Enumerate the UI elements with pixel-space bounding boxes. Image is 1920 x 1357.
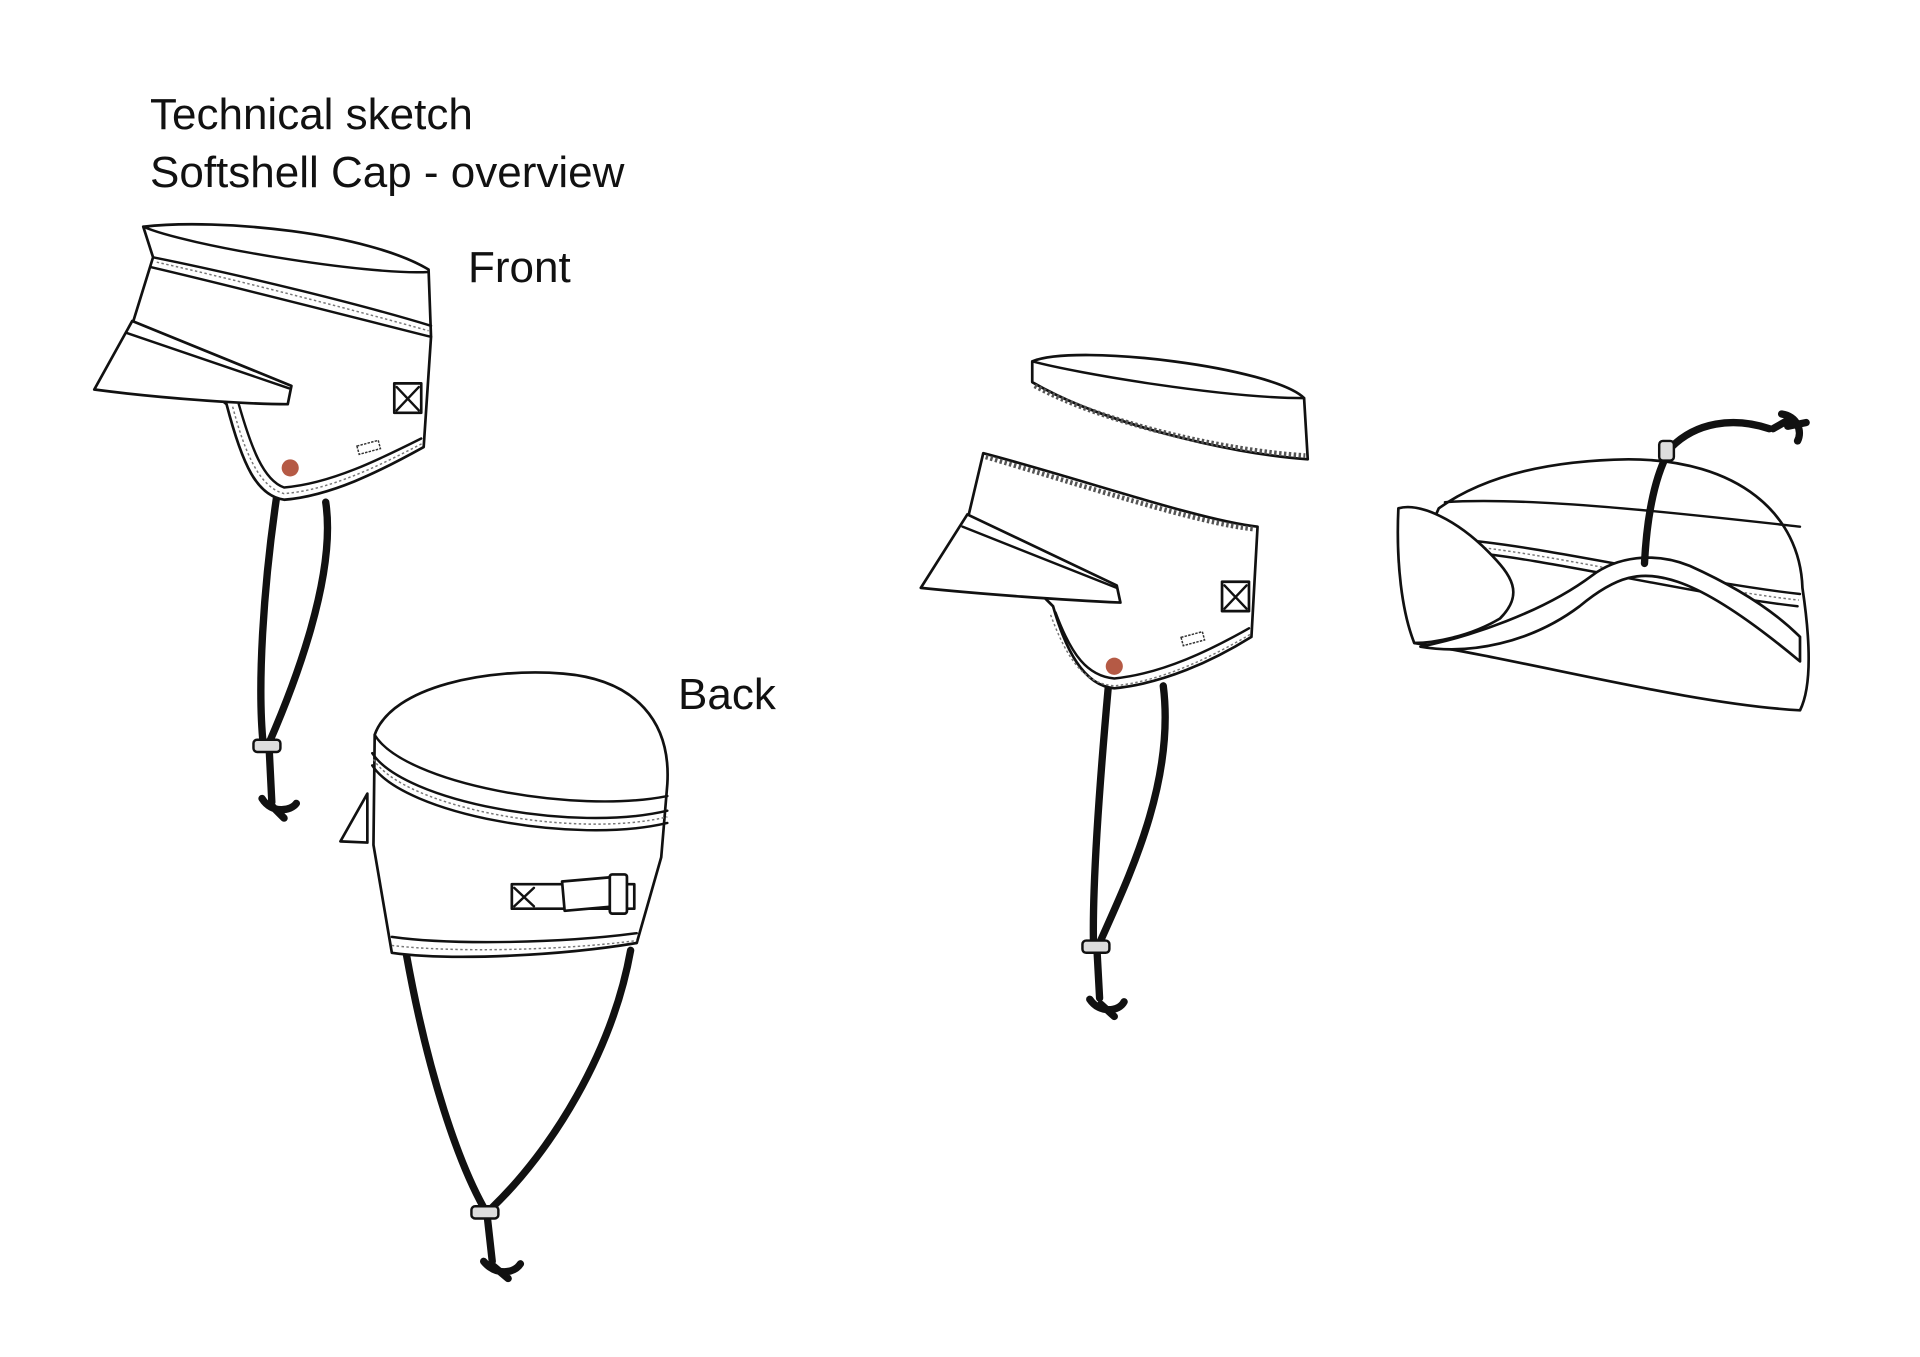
front-view-cap — [92, 222, 433, 822]
logo-badge-icon — [1105, 657, 1123, 675]
front-view-label: Front — [468, 243, 571, 292]
title-line-2: Softshell Cap - overview — [150, 148, 625, 197]
title-line-1: Technical sketch — [150, 90, 473, 139]
folded-cap — [1396, 410, 1810, 712]
logo-badge-icon — [281, 459, 299, 477]
detached-crown — [1030, 353, 1310, 461]
exploded-cap-body — [919, 451, 1259, 1021]
back-view-label: Back — [678, 670, 776, 719]
back-view-cap — [339, 671, 669, 1283]
